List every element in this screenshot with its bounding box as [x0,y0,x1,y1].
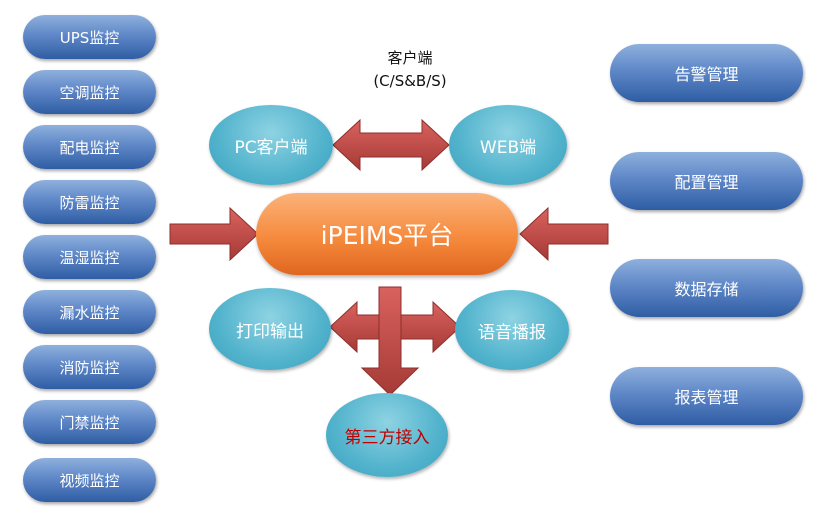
client-subtitle: (C/S&B/S) [373,72,447,90]
print-output-node[interactable]: 打印输出 [209,288,331,370]
right-input-arrow [519,206,609,262]
right-item-config-mgmt[interactable]: 配置管理 [610,152,803,210]
left-item-humidity[interactable]: 温湿监控 [23,235,156,279]
right-item-alarm-mgmt[interactable]: 告警管理 [610,44,803,102]
third-party-node[interactable]: 第三方接入 [326,393,448,477]
platform-node[interactable]: iPEIMS平台 [256,193,518,275]
left-item-lightning[interactable]: 防雷监控 [23,180,156,224]
left-input-arrow [169,206,259,262]
left-item-leak[interactable]: 漏水监控 [23,290,156,334]
left-item-fire[interactable]: 消防监控 [23,345,156,389]
left-item-access[interactable]: 门禁监控 [23,400,156,444]
right-item-report-mgmt[interactable]: 报表管理 [610,367,803,425]
pc-web-double-arrow [332,118,450,172]
right-item-data-storage[interactable]: 数据存储 [610,259,803,317]
client-title: 客户端 [387,49,433,67]
left-item-ups[interactable]: UPS监控 [23,15,156,59]
left-item-aircon[interactable]: 空调监控 [23,70,156,114]
left-item-power[interactable]: 配电监控 [23,125,156,169]
third-party-down-arrow [360,286,420,396]
web-client-node[interactable]: WEB端 [449,105,567,185]
left-item-video[interactable]: 视频监控 [23,458,156,502]
pc-client-node[interactable]: PC客户端 [209,105,333,185]
voice-broadcast-node[interactable]: 语音播报 [455,290,569,370]
